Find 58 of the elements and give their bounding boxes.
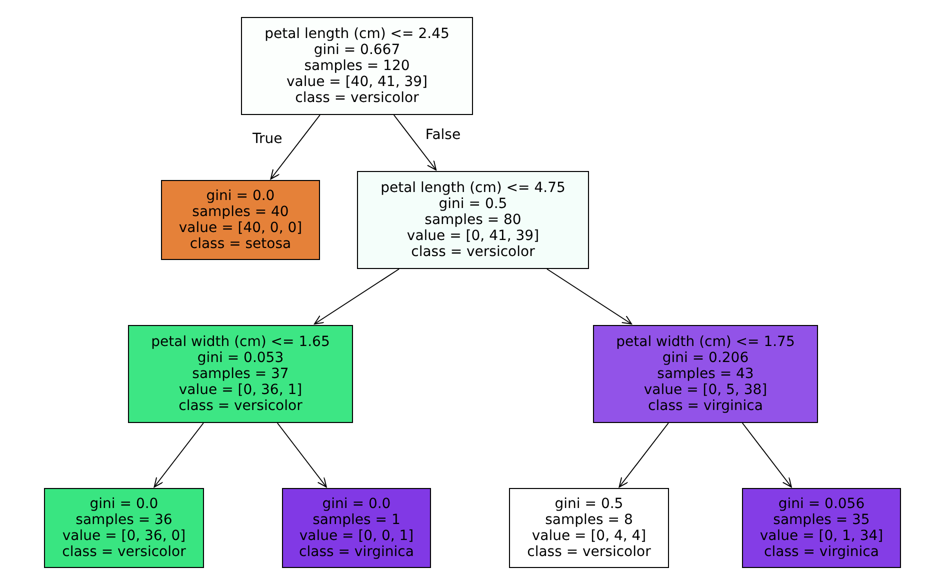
node-text: value = [0, 0, 1] bbox=[299, 528, 414, 544]
node-text: value = [0, 4, 4] bbox=[532, 528, 646, 544]
tree-node-box bbox=[742, 488, 901, 568]
tree-node-box bbox=[44, 488, 204, 568]
node-text: value = [0, 36, 0] bbox=[62, 528, 186, 544]
node-text: petal length (cm) <= 4.75 bbox=[380, 180, 566, 196]
node-text: class = versicolor bbox=[62, 544, 186, 560]
arrow bbox=[393, 114, 437, 170]
node-text: value = [40, 0, 0] bbox=[178, 220, 302, 236]
node-text: gini = 0.0 bbox=[206, 188, 275, 204]
tree-node-box bbox=[509, 488, 669, 568]
node-text: gini = 0.5 bbox=[554, 496, 624, 512]
node-text: gini = 0.667 bbox=[314, 42, 400, 58]
node-text: samples = 36 bbox=[76, 512, 172, 528]
arrow bbox=[742, 422, 792, 488]
node-text: petal width (cm) <= 1.65 bbox=[151, 334, 330, 350]
node-text: class = versicolor bbox=[178, 398, 302, 414]
node-text: gini = 0.0 bbox=[90, 496, 158, 512]
node-text: samples = 80 bbox=[424, 212, 522, 228]
node-text: gini = 0.5 bbox=[438, 196, 508, 212]
node-text: value = [0, 5, 38] bbox=[644, 382, 768, 398]
tree-node-box bbox=[593, 325, 818, 423]
arrow bbox=[270, 114, 320, 180]
node-text: value = [0, 41, 39] bbox=[406, 228, 540, 244]
node-text: value = [0, 1, 34] bbox=[760, 528, 884, 544]
arrow bbox=[314, 268, 400, 324]
node-text: samples = 40 bbox=[192, 204, 289, 220]
node-text: class = virginica bbox=[299, 544, 414, 560]
node-text: samples = 37 bbox=[192, 366, 289, 382]
arrow bbox=[546, 268, 632, 324]
tree-node-box bbox=[241, 17, 473, 115]
edge-label: False bbox=[425, 126, 461, 142]
node-text: gini = 0.053 bbox=[197, 350, 284, 366]
node-text: class = setosa bbox=[190, 236, 292, 252]
node-text: petal length (cm) <= 2.45 bbox=[264, 26, 450, 42]
node-text: class = virginica bbox=[764, 544, 879, 560]
node-text: samples = 120 bbox=[304, 58, 410, 74]
node-text: samples = 35 bbox=[773, 512, 870, 528]
node-text: gini = 0.206 bbox=[662, 350, 749, 366]
tree-node-box bbox=[161, 180, 320, 260]
node-text: petal width (cm) <= 1.75 bbox=[616, 334, 795, 350]
node-text: gini = 0.056 bbox=[778, 496, 865, 512]
arrow bbox=[154, 422, 204, 488]
node-text: value = [0, 36, 1] bbox=[178, 382, 302, 398]
tree-node-box bbox=[128, 325, 353, 423]
node-text: value = [40, 41, 39] bbox=[286, 74, 428, 90]
arrow bbox=[276, 422, 327, 488]
node-text: samples = 1 bbox=[312, 512, 400, 528]
node-text: class = versicolor bbox=[527, 544, 651, 560]
node-text: samples = 43 bbox=[657, 366, 754, 382]
node-text: class = virginica bbox=[648, 398, 763, 414]
node-text: samples = 8 bbox=[545, 512, 633, 528]
node-text: gini = 0.0 bbox=[322, 496, 391, 512]
tree-node-box bbox=[282, 488, 431, 568]
node-text: class = versicolor bbox=[411, 244, 535, 260]
arrow bbox=[618, 422, 669, 488]
tree-node-box bbox=[357, 171, 589, 269]
node-text: class = versicolor bbox=[295, 90, 419, 106]
